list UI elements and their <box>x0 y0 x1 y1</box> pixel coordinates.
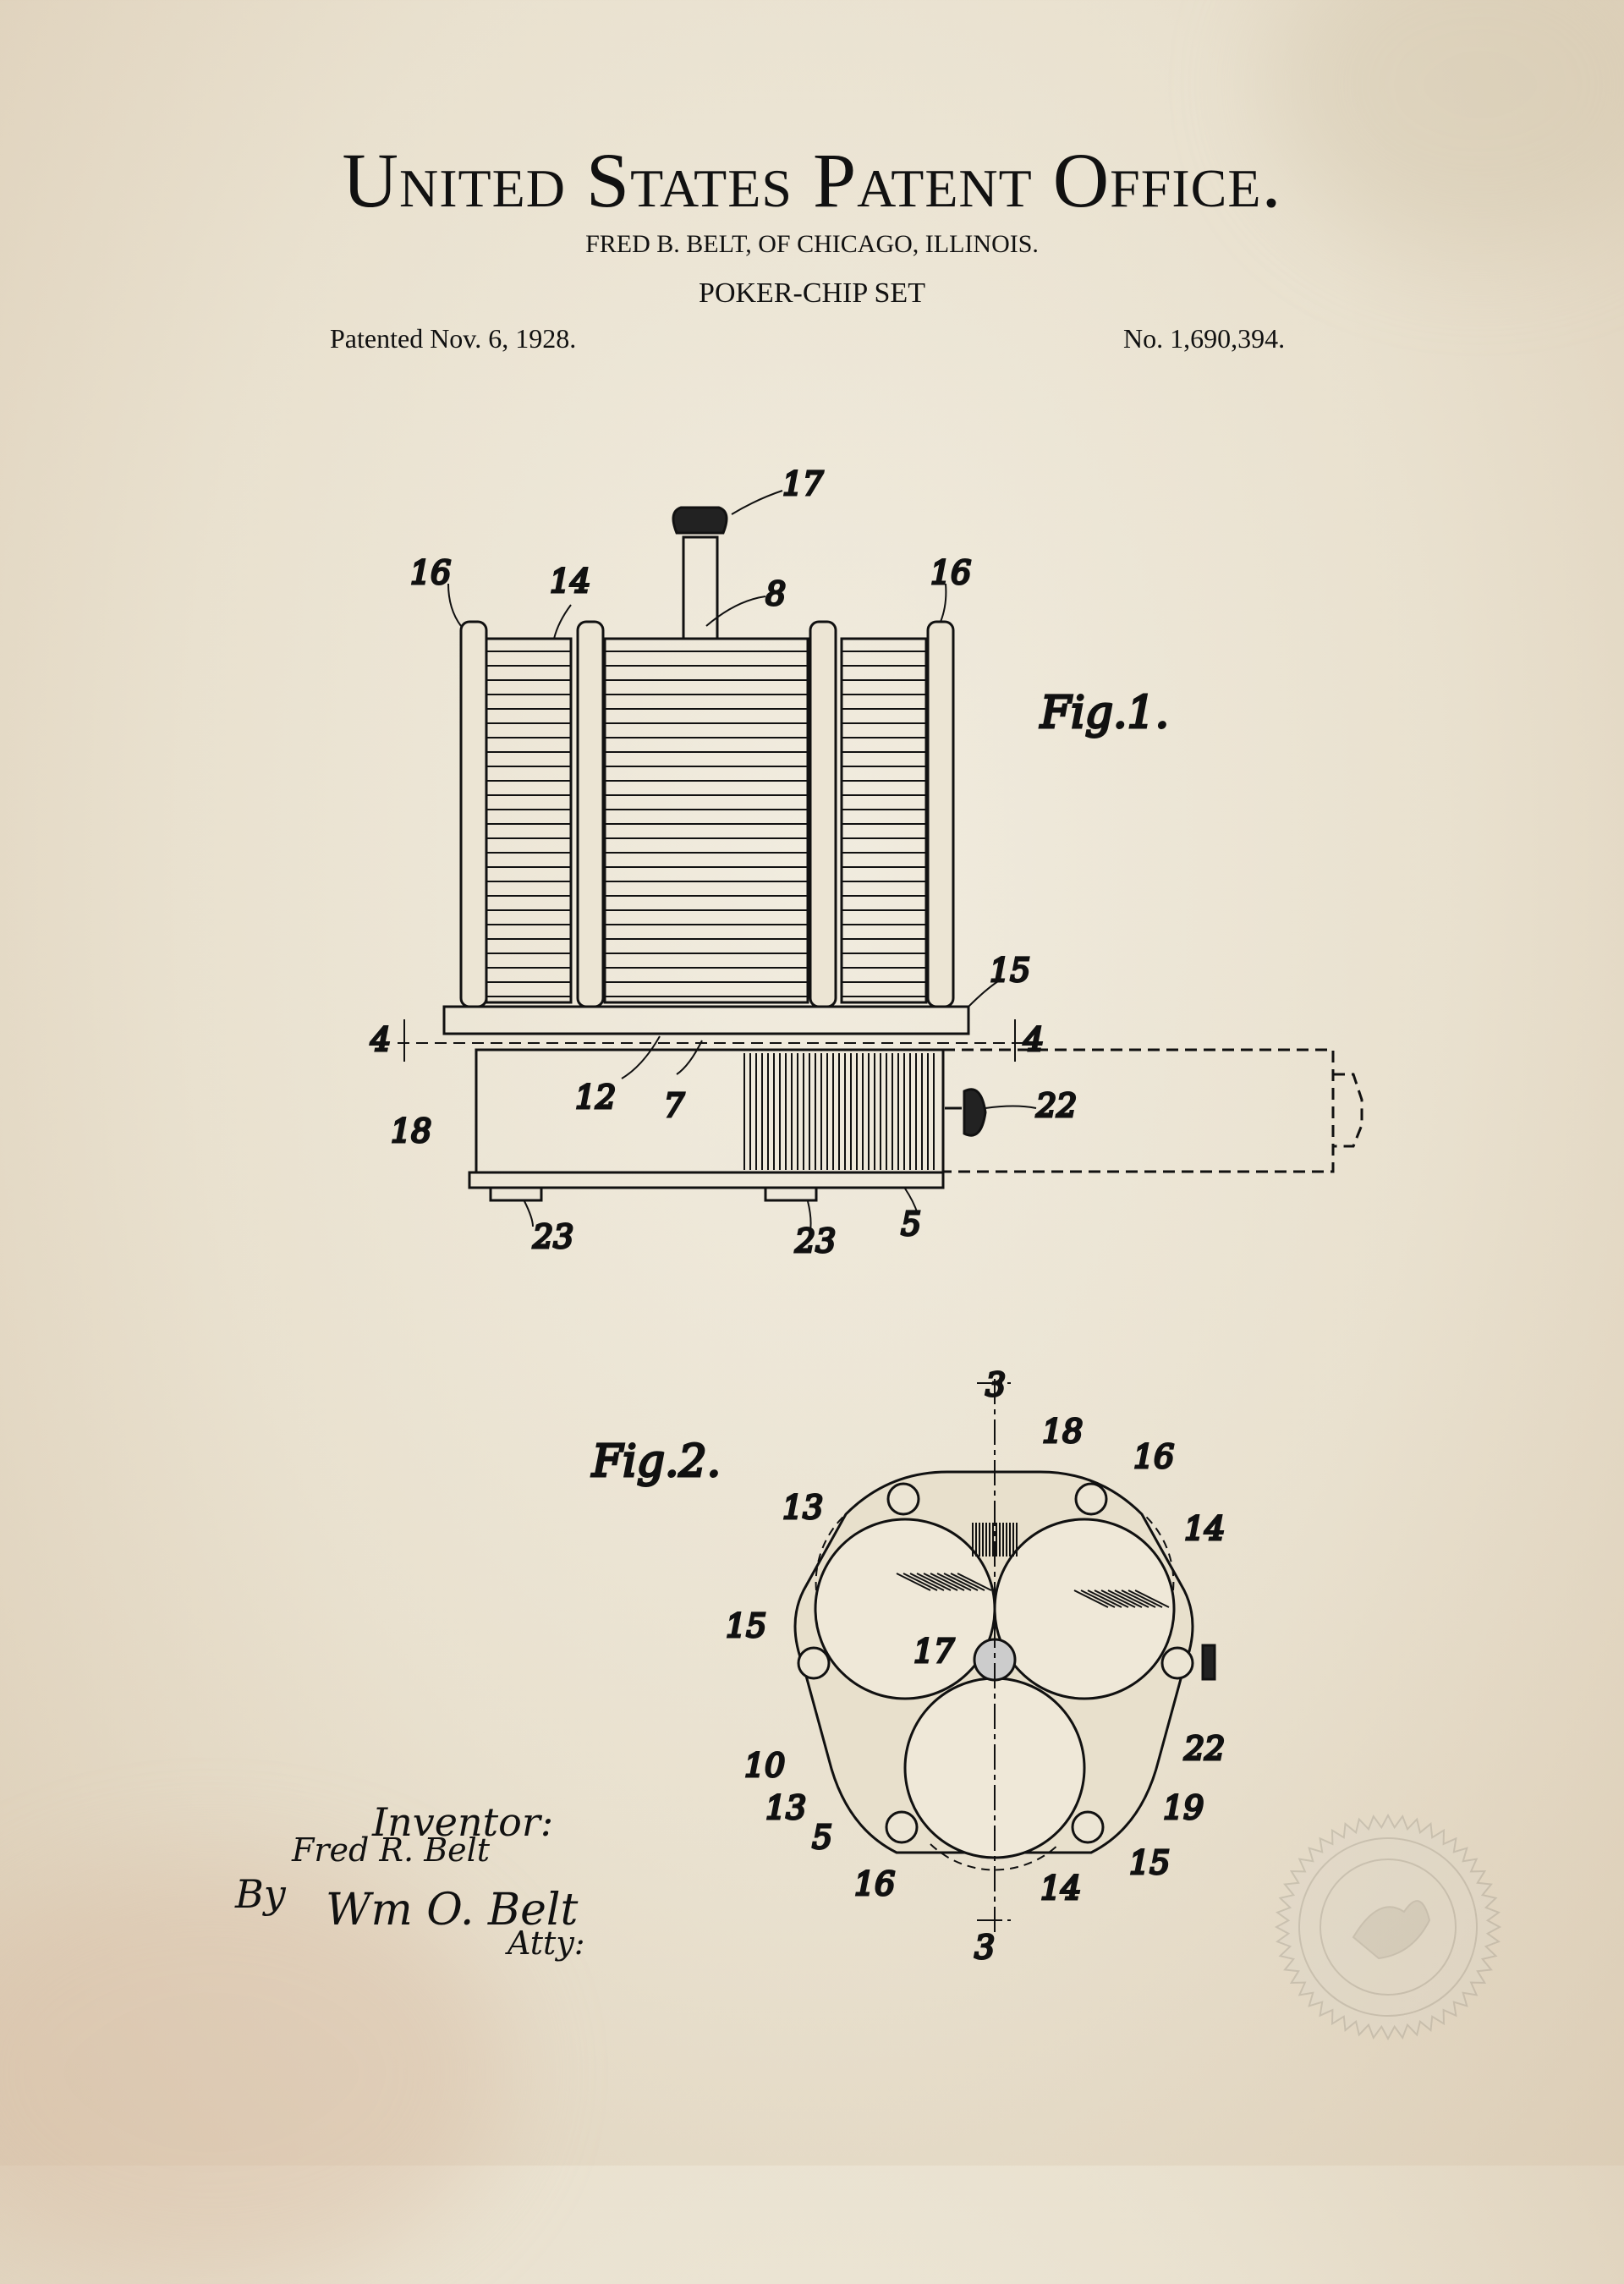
hatch-line <box>1107 1589 1143 1608</box>
figure-1: 17 16 14 8 16 15 4 4 12 7 18 22 23 23 5 … <box>369 464 1363 1261</box>
hatch-line <box>1100 1589 1136 1608</box>
label-14: 14 <box>550 563 590 600</box>
base <box>475 1048 945 1174</box>
chip-stack-center <box>603 637 809 1004</box>
label-15: 15 <box>1129 1844 1170 1881</box>
patent-office-seal <box>1274 1813 1502 2041</box>
label-13: 13 <box>765 1789 806 1826</box>
inventor-heading: Inventor: <box>371 1799 553 1845</box>
chip-pocket <box>993 1518 1176 1700</box>
label-7: 7 <box>664 1087 685 1124</box>
label-14: 14 <box>1040 1869 1081 1907</box>
chip-stacks <box>486 651 926 997</box>
patent-subject: POKER-CHIP SET <box>699 277 925 309</box>
label-16: 16 <box>854 1865 895 1902</box>
hatch-line <box>909 1573 945 1591</box>
page-title: United States Patent Office. <box>342 137 1282 223</box>
center-post <box>682 535 719 640</box>
inventor-signature: Fred R. Belt <box>291 1831 491 1869</box>
patent-drawing: 17 16 14 8 16 15 4 4 12 7 18 22 23 23 5 … <box>234 464 1502 2041</box>
hatch-line <box>916 1573 952 1591</box>
hatch-line <box>923 1573 958 1591</box>
label-5: 5 <box>812 1819 832 1856</box>
label-18: 18 <box>1042 1413 1083 1450</box>
label-15: 15 <box>726 1607 766 1644</box>
attorney-signature: Wm O. Belt <box>326 1885 579 1935</box>
hatch-line <box>1121 1589 1156 1608</box>
figure-2: 3 18 16 14 13 15 17 22 10 19 13 5 16 15 … <box>590 1365 1226 1968</box>
base-shading <box>743 1053 935 1170</box>
label-3: 3 <box>985 1366 1006 1403</box>
posts <box>459 620 955 1008</box>
patent-number: No. 1,690,394. <box>1123 323 1286 354</box>
hatch-line <box>957 1573 992 1591</box>
label-14: 14 <box>1184 1510 1225 1547</box>
label-18: 18 <box>391 1112 431 1150</box>
label-13: 13 <box>782 1489 823 1526</box>
hatch-line <box>896 1573 931 1591</box>
figure-1-caption: Fig.1. <box>1040 688 1169 738</box>
post-bosses <box>797 1482 1194 1844</box>
figure-2-caption: Fig.2. <box>591 1436 721 1487</box>
by-label: By <box>234 1871 287 1917</box>
label-4: 4 <box>370 1021 391 1058</box>
label-4: 4 <box>1023 1021 1044 1058</box>
label-17: 17 <box>914 1633 955 1670</box>
label-16: 16 <box>410 554 451 591</box>
surface-shading <box>896 1523 1170 1608</box>
attorney-suffix: Atty: <box>505 1924 585 1962</box>
label-16: 16 <box>1133 1438 1174 1475</box>
label-8: 8 <box>765 575 786 612</box>
chip-pocket <box>814 1518 996 1700</box>
hatch-line <box>943 1573 979 1591</box>
hatch-line <box>950 1573 985 1591</box>
label-22: 22 <box>1035 1087 1077 1124</box>
label-10: 10 <box>744 1747 785 1784</box>
knob <box>672 506 728 535</box>
hatch-line <box>903 1573 938 1591</box>
hatch-line <box>1127 1589 1163 1608</box>
chip-stack-right <box>840 637 928 1004</box>
eagle-icon <box>1352 1900 1431 1960</box>
platform <box>442 1005 970 1035</box>
label-17: 17 <box>782 465 824 502</box>
hatch-line <box>1080 1589 1116 1608</box>
chip-stack-left <box>485 637 573 1004</box>
hatch-line <box>930 1573 965 1591</box>
label-23: 23 <box>794 1222 836 1260</box>
hatch-line <box>1134 1589 1170 1608</box>
inventor-line: FRED B. BELT, OF CHICAGO, ILLINOIS. <box>585 230 1039 258</box>
label-3: 3 <box>974 1929 995 1966</box>
patent-date: Patented Nov. 6, 1928. <box>330 323 577 354</box>
label-5: 5 <box>901 1205 921 1243</box>
label-15: 15 <box>990 952 1030 989</box>
signature-block: Inventor: Fred R. Belt By Wm O. Belt Att… <box>234 1799 585 1962</box>
hatch-line <box>1094 1589 1129 1608</box>
hatch-line <box>1073 1589 1109 1608</box>
label-19: 19 <box>1163 1789 1204 1826</box>
label-16: 16 <box>930 554 971 591</box>
base-plate <box>468 1171 945 1189</box>
label-23: 23 <box>532 1218 573 1255</box>
hatch-line <box>1087 1589 1122 1608</box>
label-12: 12 <box>575 1079 616 1116</box>
label-22: 22 <box>1183 1730 1225 1767</box>
hatch-line <box>1114 1589 1149 1608</box>
hatch-line <box>936 1573 972 1591</box>
